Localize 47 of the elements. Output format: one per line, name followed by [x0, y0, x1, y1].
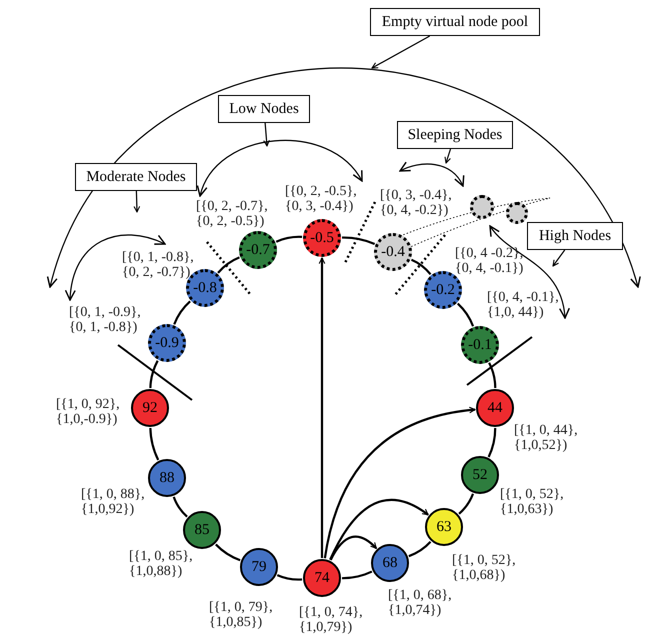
arrow	[330, 536, 378, 560]
arrow	[324, 407, 476, 558]
range-arc	[65, 234, 166, 301]
ring-link	[458, 493, 474, 515]
tuple-label: [{0, 1, -0.9}, {0, 1, -0.8})	[69, 305, 142, 335]
label-box: Empty virtual node pool	[370, 8, 540, 36]
ring-link	[215, 544, 241, 562]
range-arc	[489, 225, 570, 319]
tuple-label: [{1, 0, 85}, {1,0,88})	[129, 549, 194, 579]
ring-link	[488, 428, 496, 458]
arrow	[329, 498, 429, 560]
ring-link	[172, 496, 188, 518]
ring-link	[149, 428, 160, 460]
label-box: Sleeping Nodes	[397, 121, 513, 149]
tuple-label: [{1, 0, 74}, {1,0,79})	[299, 605, 364, 635]
range-arc	[198, 140, 363, 197]
tuple-label: [{0, 3, -0.4}, {0, 4, -0.2})	[380, 188, 453, 218]
label-box: Low Nodes	[218, 95, 310, 123]
ring-link	[149, 360, 159, 388]
tuple-label: [{1, 0, 88}, {1,0,92})	[81, 487, 146, 517]
label-box: High Nodes	[527, 222, 623, 250]
leader-arrow	[444, 148, 452, 164]
ring-link	[276, 574, 302, 581]
ring-link	[408, 541, 432, 558]
ring-link	[342, 236, 376, 245]
leader-arrow	[552, 250, 566, 267]
tuple-label: [{1, 0, 52}, {1,0,68})	[452, 553, 517, 583]
leader-arrow	[263, 122, 270, 147]
tuple-label: [{1, 0, 79}, {1,0,85})	[209, 600, 274, 630]
tuple-label: [{0, 2, -0.7}, {0, 2, -0.5})	[196, 199, 269, 229]
tuple-label: [{1, 0, 68}, {1,0,74})	[388, 588, 453, 618]
ring-link	[488, 362, 496, 388]
ring-link	[217, 256, 240, 274]
ring-link	[456, 302, 474, 327]
tuple-label: [{0, 2, -0.5}, {0, 3, -0.4})	[285, 184, 358, 214]
label-box: Moderate Nodes	[75, 163, 197, 191]
ring-link	[342, 570, 372, 580]
tuple-label: [{1, 0, 92}, {1,0,-0.9})	[56, 397, 121, 427]
tuple-label: [{1, 0, 44}, {1,0,52})	[514, 423, 579, 453]
tuple-label: [{0, 4, -0.1}, {1,0, 44})	[487, 290, 560, 320]
range-arc	[399, 162, 464, 187]
leader-arrow	[371, 35, 430, 69]
arrow	[318, 257, 326, 558]
ring-link	[276, 236, 302, 243]
tuple-label: [{1, 0, 52}, {1,0,63})	[500, 487, 565, 517]
ring-link	[173, 300, 191, 325]
leader-arrow	[134, 190, 140, 213]
